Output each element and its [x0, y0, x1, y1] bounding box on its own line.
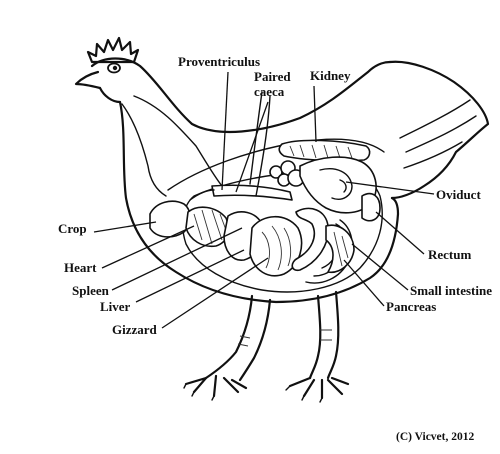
- comb: [86, 36, 140, 64]
- beak: [74, 70, 102, 90]
- label-crop: Crop: [58, 221, 87, 236]
- label-liver: Liver: [100, 299, 131, 314]
- pancreas-organ: [325, 224, 355, 274]
- breast-outline: [118, 100, 400, 304]
- legs: [183, 290, 350, 403]
- label-oviduct: Oviduct: [436, 187, 481, 202]
- label-kidney: Kidney: [310, 68, 351, 83]
- crop-organ: [149, 200, 191, 238]
- tail-feathers: [388, 60, 490, 200]
- label-rectum: Rectum: [428, 247, 471, 262]
- rectum-organ: [361, 192, 381, 222]
- label-small-intestine: Small intestine: [410, 283, 492, 298]
- proventriculus-organ: [211, 184, 293, 201]
- labels: Proventriculus Paired caeca Kidney Ovidu…: [58, 54, 492, 337]
- label-pancreas: Pancreas: [386, 299, 436, 314]
- label-proventriculus: Proventriculus: [178, 54, 260, 69]
- label-paired-caeca-line2: caeca: [254, 84, 285, 99]
- back-outline: [90, 57, 392, 134]
- copyright-credit: (C) Vicvet, 2012: [396, 431, 474, 443]
- leader-lines: [93, 71, 435, 329]
- kidney-organ: [278, 139, 371, 162]
- label-spleen: Spleen: [72, 283, 110, 298]
- wattle: [98, 86, 122, 104]
- label-paired-caeca-line1: Paired: [254, 69, 291, 84]
- label-heart: Heart: [64, 260, 97, 275]
- organs: [149, 91, 381, 284]
- chicken-outline: [74, 36, 490, 304]
- label-gizzard: Gizzard: [112, 322, 158, 337]
